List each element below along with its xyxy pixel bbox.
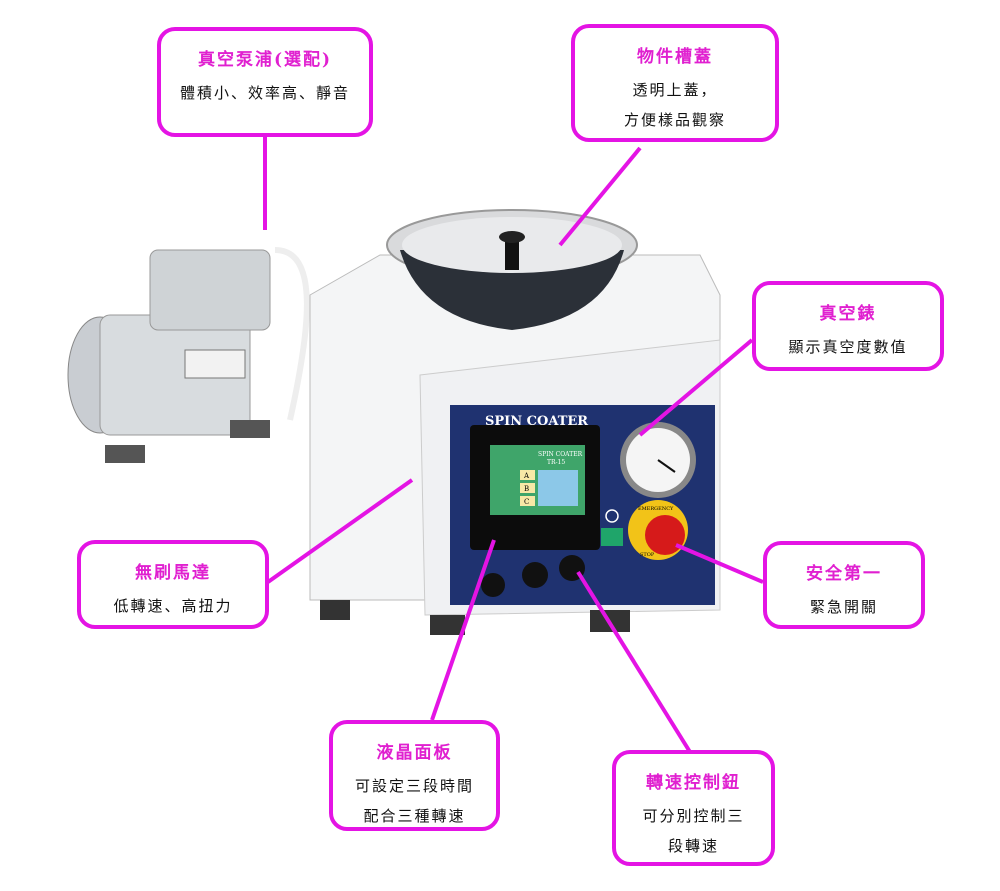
callout-safety: 安全第一 緊急開關: [763, 541, 925, 629]
callout-lid: 物件槽蓋 透明上蓋， 方便樣品觀察: [571, 24, 779, 142]
callout-desc: 配合三種轉速: [363, 807, 466, 825]
callout-title: 液晶面板: [376, 743, 453, 763]
callout-desc: 低轉速、高扭力: [113, 597, 233, 615]
vacuum-pump: [67, 247, 310, 463]
knob-1: [481, 573, 505, 597]
step-b: B: [524, 485, 529, 493]
callout-lcd: 液晶面板 可設定三段時間 配合三種轉速: [329, 720, 500, 831]
screen-title: SPIN COATER: [538, 451, 583, 458]
step-c: C: [524, 498, 529, 506]
callout-title: 無刷馬達: [135, 563, 211, 583]
emergency-label: EMERGENCY: [638, 506, 674, 512]
callout-motor: 無刷馬達 低轉速、高扭力: [77, 540, 269, 629]
callout-title: 真空錶: [819, 304, 877, 324]
stop-label: STOP: [640, 552, 655, 558]
callout-connectors: [263, 137, 764, 754]
callout-vacuum-pump: 真空泵浦(選配) 體積小、效率高、靜音: [157, 27, 373, 137]
callout-desc: 緊急開關: [809, 598, 878, 616]
callout-title: 真空泵浦(選配): [197, 50, 333, 70]
callout-title: 安全第一: [806, 564, 882, 584]
callout-desc: 顯示真空度數值: [788, 338, 908, 356]
callout-desc: 可分別控制三: [642, 807, 745, 825]
callout-desc: 段轉速: [667, 837, 719, 855]
knob-2: [522, 562, 548, 588]
callout-desc: 方便樣品觀察: [623, 111, 726, 129]
callout-speed-knob: 轉速控制鈕 可分別控制三 段轉速: [612, 750, 775, 866]
power-switch: [601, 528, 623, 546]
callout-gauge: 真空錶 顯示真空度數值: [752, 281, 944, 371]
step-a: A: [523, 472, 530, 480]
power-icon: [605, 509, 619, 523]
screen-model: TR-15: [547, 459, 565, 466]
callout-desc: 透明上蓋，: [632, 81, 718, 99]
callout-title: 物件槽蓋: [637, 47, 713, 67]
callout-desc: 可設定三段時間: [354, 777, 474, 795]
callout-title: 轉速控制鈕: [646, 773, 741, 793]
panel-label: SPIN COATER: [485, 414, 588, 429]
callout-desc: 體積小、效率高、靜音: [179, 84, 350, 102]
